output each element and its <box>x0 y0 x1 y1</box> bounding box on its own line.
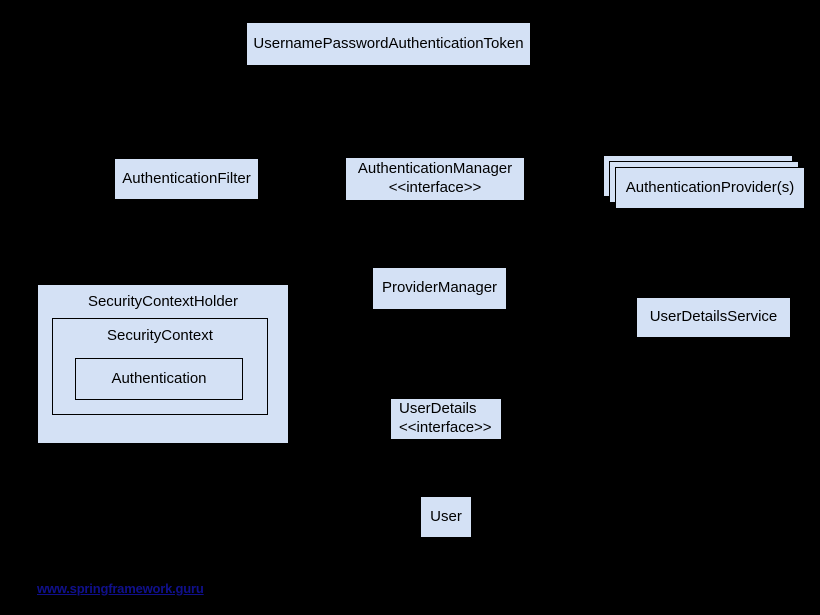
node-user[interactable]: User <box>420 496 472 538</box>
node-authentication[interactable]: Authentication <box>75 358 243 400</box>
node-provider-manager[interactable]: ProviderManager <box>372 267 507 310</box>
node-username-password-authentication-token[interactable]: UsernamePasswordAuthenticationToken <box>246 22 531 66</box>
node-authentication-manager[interactable]: AuthenticationManager <<interface>> <box>345 157 525 201</box>
node-user-details-service[interactable]: UserDetailsService <box>636 297 791 338</box>
node-authentication-filter[interactable]: AuthenticationFilter <box>114 158 259 200</box>
node-user-details[interactable]: UserDetails <<interface>> <box>390 398 502 440</box>
footer-watermark-link[interactable]: www.springframework.guru <box>37 581 204 596</box>
node-authentication-provider[interactable]: AuthenticationProvider(s) <box>615 167 805 209</box>
